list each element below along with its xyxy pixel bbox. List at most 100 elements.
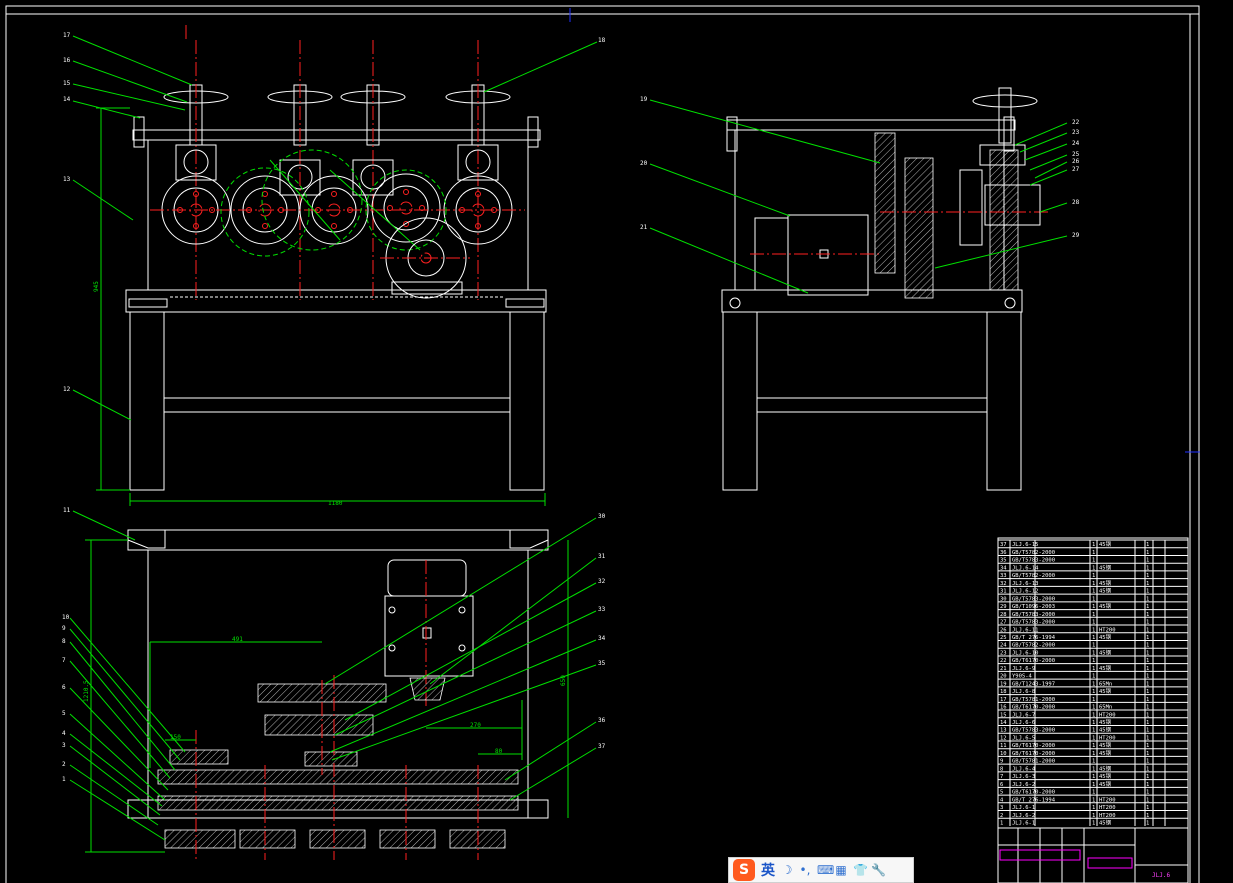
bom-cell: 1 — [1146, 596, 1149, 602]
bom-cell: 45钢 — [1099, 749, 1112, 757]
bom-cell: 10 — [1000, 751, 1007, 757]
bom-cell: 1 — [1146, 813, 1149, 819]
bom-cell: 1 — [1092, 681, 1095, 687]
bom-cell: 6 — [1000, 782, 1003, 788]
bom-cell: 1 — [1146, 550, 1149, 556]
bom-cell: GB/T5782-2000 — [1012, 550, 1055, 556]
bom-cell: 23 — [1000, 650, 1007, 656]
bom-cell: Y90S-4 — [1012, 674, 1033, 680]
bom-cell: JLJ.6-3 — [1012, 774, 1035, 780]
bom-cell: 1 — [1146, 805, 1149, 811]
bom-cell: 45钢 — [1099, 726, 1112, 734]
bom-cell: 1 — [1146, 712, 1149, 718]
bom-cell: HT200 — [1099, 735, 1116, 741]
bom-cell: GB/T5782-2000 — [1012, 573, 1055, 579]
bom-cell: JLJ.6-2 — [1012, 813, 1035, 819]
shirt-icon[interactable]: 👕 — [853, 863, 868, 877]
bom-cell: 1 — [1092, 805, 1095, 811]
motor-pulley — [380, 217, 470, 299]
front-view: 945 1180 17 16 15 14 13 12 18 — [63, 32, 606, 507]
title-code: JLJ.6 — [1152, 872, 1170, 879]
bom-cell: JLJ.6-10 — [1012, 650, 1039, 656]
bom-cell: GB/T6170-2000 — [1012, 790, 1055, 796]
bom-cell: 45钢 — [1099, 819, 1112, 827]
bom-cell: 1 — [1092, 666, 1095, 672]
bom-cell: 1 — [1146, 705, 1149, 711]
bom-cell: 1 — [1092, 697, 1095, 703]
grid-icon[interactable]: ▦ — [835, 863, 847, 877]
bom-cell: 31 — [1000, 589, 1007, 595]
bom-cell: 1 — [1146, 735, 1149, 741]
bom-cell: 1 — [1146, 790, 1149, 796]
bom-cell: 1 — [1092, 797, 1095, 803]
bom-cell: 1 — [1146, 589, 1149, 595]
callout-35: 35 — [598, 660, 606, 667]
bom-cell: 14 — [1000, 720, 1007, 726]
bom-cell: 1 — [1092, 643, 1095, 649]
sogou-logo-icon[interactable]: S — [733, 859, 755, 881]
bom-cell: 1 — [1146, 643, 1149, 649]
bom-cell: GB/T5781-2000 — [1012, 697, 1055, 703]
ime-toolbar[interactable]: S 英 ☽ •, ⌨ ▦ 👕 🔧 — [728, 857, 914, 883]
bom-cell: GB/T5783-2000 — [1012, 612, 1055, 618]
callout-5: 5 — [62, 710, 66, 717]
side-view: 19 20 21 22 23 24 25 26 27 28 29 — [640, 87, 1080, 491]
bom-cell: 1 — [1092, 589, 1095, 595]
callout-29: 29 — [1072, 232, 1080, 239]
bom-cell: 17 — [1000, 697, 1007, 703]
bom-cell: 65Mn — [1099, 681, 1112, 687]
bom-cell: 1 — [1092, 650, 1095, 656]
bom-cell: 1 — [1146, 542, 1149, 548]
callout-26: 26 — [1072, 158, 1080, 165]
bom-cell: 45钢 — [1099, 587, 1112, 595]
front-height-dim: 945 — [93, 281, 100, 292]
bom-cell: 20 — [1000, 674, 1007, 680]
bom-cell: 1 — [1146, 635, 1149, 641]
bom-cell: 7 — [1000, 774, 1003, 780]
bom-cell: 15 — [1000, 712, 1007, 718]
moon-icon[interactable]: ☽ — [781, 863, 793, 877]
punctuation-icon[interactable]: •, — [799, 863, 811, 877]
bom-cell: 65Mn — [1099, 705, 1112, 711]
bom-cell: 1 — [1146, 759, 1149, 765]
bom-cell: 1 — [1092, 712, 1095, 718]
bom-cell: GB/T5783-2000 — [1012, 728, 1055, 734]
wrench-icon[interactable]: 🔧 — [871, 863, 886, 877]
bom-cell: JLJ.6-14 — [1012, 565, 1039, 571]
bom-cell: 1 — [1146, 558, 1149, 564]
bom-cell: 1 — [1146, 774, 1149, 780]
callout-20: 20 — [640, 160, 648, 167]
bom-cell: GB/T5783-2000 — [1012, 558, 1055, 564]
bom-cell: 30 — [1000, 596, 1007, 602]
plan-view: 1210.5 650 491 270 80 150 11 10 9 8 — [62, 507, 606, 860]
ime-language-toggle[interactable]: 英 — [761, 863, 775, 879]
bom-cell: 1 — [1092, 658, 1095, 664]
sheet-border — [5, 5, 1200, 883]
callout-18: 18 — [598, 37, 606, 44]
bom-cell: JLJ.6-8 — [1012, 689, 1035, 695]
plan-depth-left: 1210.5 — [83, 680, 90, 702]
callout-22: 22 — [1072, 119, 1080, 126]
bom-cell: JLJ.6-6 — [1012, 720, 1035, 726]
bom-cell: 1 — [1146, 797, 1149, 803]
rollers — [150, 173, 525, 245]
bom-cell: 1 — [1146, 666, 1149, 672]
bom-cell: JLJ.6-7 — [1012, 712, 1035, 718]
bom-cell: 26 — [1000, 627, 1007, 633]
bom-cell: 45钢 — [1099, 602, 1112, 610]
bom-cell: GB/T6170-2000 — [1012, 705, 1055, 711]
bom-cell: 21 — [1000, 666, 1007, 672]
callout-14: 14 — [63, 96, 71, 103]
callout-16: 16 — [63, 57, 71, 64]
bom-cell: 45钢 — [1099, 780, 1112, 788]
bom-cell: JLJ.6-9 — [1012, 666, 1035, 672]
bom-cell: 2 — [1000, 813, 1003, 819]
plan-dim-c: 80 — [495, 748, 503, 755]
bom-cell: 1 — [1092, 612, 1095, 618]
bom-cell: 1 — [1092, 635, 1095, 641]
bom-cell: 29 — [1000, 604, 1007, 610]
bearing-blocks — [175, 144, 499, 196]
keyboard-icon[interactable]: ⌨ — [817, 863, 835, 877]
bom-cell: 28 — [1000, 612, 1007, 618]
